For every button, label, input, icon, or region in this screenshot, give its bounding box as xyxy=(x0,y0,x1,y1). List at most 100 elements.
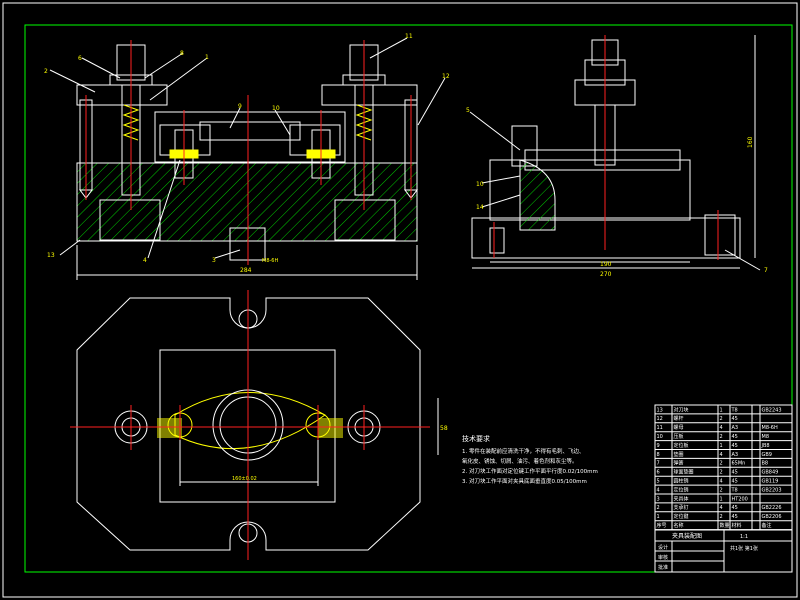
bom-cell: 4 xyxy=(720,479,723,485)
balloon-10: 10 xyxy=(272,105,280,112)
bom-cell: 45 xyxy=(732,514,738,520)
bom-cell: 2 xyxy=(720,487,723,493)
top-view: 160±0.02 58 xyxy=(70,290,448,560)
balloon-4: 4 xyxy=(143,257,147,264)
balloon-10b: 10 xyxy=(476,181,484,188)
bom-cell: 7 xyxy=(657,461,660,467)
bom-cell: 10 xyxy=(657,434,663,440)
dim-side-base: 270 xyxy=(600,271,612,278)
bom-cell: 夹具体 xyxy=(674,495,689,502)
title-row-3: 批准 xyxy=(658,564,668,571)
bom-cell: HT200 xyxy=(732,496,748,502)
balloon-12: 12 xyxy=(442,73,450,80)
bom-cell: 8 xyxy=(657,452,660,458)
bom-header-cell: 材料 xyxy=(732,522,742,529)
bom-cell: 圆柱销 xyxy=(674,478,689,485)
balloon-8: 8 xyxy=(180,50,184,57)
bom-cell: 1 xyxy=(720,443,723,449)
bom-cell: JB8 xyxy=(761,443,770,449)
bom-cell: 11 xyxy=(657,425,663,431)
bom-cell: 1 xyxy=(657,514,660,520)
title-block: 夹具装配图 1:1 共1张 第1张 设计 审核 批准 xyxy=(654,529,793,573)
bom-cell: 2 xyxy=(720,470,723,476)
bom-cell: 2 xyxy=(657,505,660,511)
title-name: 夹具装配图 xyxy=(672,532,702,540)
dim-top-height: 58 xyxy=(440,425,448,432)
side-view: 190 270 160 xyxy=(471,35,756,278)
bom-cell: M8 xyxy=(762,434,770,440)
title-row-1: 设计 xyxy=(658,544,668,551)
notes-line-1: 1. 零件在装配前应清洗干净，不得有毛刺、飞边、 xyxy=(462,447,585,455)
balloon-2: 2 xyxy=(44,68,48,75)
bom-cell: GB2203 xyxy=(762,487,782,493)
bom-cell: B8 xyxy=(762,461,769,467)
bom-cell: 螺母 xyxy=(674,424,684,431)
bom-cell: A3 xyxy=(732,452,739,458)
bom-cell: GB9 xyxy=(762,452,773,458)
balloon-1: 1 xyxy=(205,54,209,61)
title-scale: 1:1 xyxy=(740,534,748,540)
bom-cell: 1 xyxy=(720,496,723,502)
bom-cell: 2 xyxy=(720,434,723,440)
bom-cell: 13 xyxy=(657,407,663,413)
bom-cell: 压板 xyxy=(674,433,684,440)
technical-notes: 技术要求 1. 零件在装配前应清洗干净，不得有毛刺、飞边、 氧化皮、锈蚀、切屑、… xyxy=(462,434,598,485)
dim-side-height: 160 xyxy=(747,136,754,148)
front-view: 284 M8-6H xyxy=(76,40,418,280)
inner-border xyxy=(24,24,793,573)
bom-cell: 45 xyxy=(732,416,738,422)
bom-cell: 45 xyxy=(732,470,738,476)
title-row-2: 审核 xyxy=(658,554,668,561)
bom-cell: 定位键 xyxy=(674,513,689,520)
balloon-14: 14 xyxy=(476,204,484,211)
balloon-7: 7 xyxy=(764,267,768,274)
bom-header-cell: 序号 xyxy=(657,522,667,529)
bom-cell: 支承钉 xyxy=(674,504,689,511)
bom-cell: T8 xyxy=(731,487,738,493)
notes-line-4: 3. 对刀块工作平面对夹具底面垂直度0.05/100mm xyxy=(462,477,587,485)
bom-cell: 12 xyxy=(657,416,663,422)
bom-cell: 65Mn xyxy=(732,461,746,467)
bom-cell: 45 xyxy=(732,479,738,485)
bom-header-cell: 数量 xyxy=(720,522,730,529)
bom-cell: 螺杆 xyxy=(674,415,684,422)
bom-cell: 4 xyxy=(720,505,723,511)
bom-cell: 3 xyxy=(657,496,660,502)
bom-cell: 2 xyxy=(720,416,723,422)
front-balloons xyxy=(49,37,446,259)
dim-front-width: 284 xyxy=(240,267,252,274)
balloon-13: 13 xyxy=(47,252,55,259)
balloon-5: 5 xyxy=(466,107,470,114)
dim-front-hole: M8-6H xyxy=(262,258,278,264)
notes-title: 技术要求 xyxy=(462,434,490,443)
bom-cell: 对刀块 xyxy=(674,406,689,413)
dim-side-width: 190 xyxy=(600,261,612,268)
bom-cell: 4 xyxy=(720,425,723,431)
bom-cell: 45 xyxy=(732,434,738,440)
bom-cell: 1 xyxy=(720,407,723,413)
bom-cell: 弹簧 xyxy=(674,460,684,467)
bom-cell: 2 xyxy=(720,461,723,467)
bom-header-cell: 备注 xyxy=(762,522,772,529)
bom-header-cell: 名称 xyxy=(674,522,684,529)
bom-cell: M8-6H xyxy=(762,425,778,431)
bom-cell: 9 xyxy=(657,443,660,449)
bom-cell: 球面垫圈 xyxy=(674,469,694,476)
bom-cell: GB2206 xyxy=(762,514,782,520)
bom-cell: GB119 xyxy=(762,479,779,485)
balloon-6: 6 xyxy=(78,55,82,62)
balloon-11: 11 xyxy=(405,33,413,40)
bom-cell: A3 xyxy=(732,425,739,431)
bom-cell: T8 xyxy=(731,407,738,413)
bom-cell: 6 xyxy=(657,470,660,476)
side-balloons xyxy=(469,111,761,271)
bom-cell: 2 xyxy=(720,514,723,520)
notes-line-2: 氧化皮、锈蚀、切屑、油污、着色剂和灰尘等。 xyxy=(462,457,578,465)
notes-line-3: 2. 对刀块工作面对定位键工作平面平行度0.02/100mm xyxy=(462,467,598,475)
bom-cell: 45 xyxy=(732,505,738,511)
bom-cell: 垫圈 xyxy=(674,451,684,458)
title-sheet: 共1张 第1张 xyxy=(730,545,758,552)
bom-cell: 4 xyxy=(657,487,660,493)
